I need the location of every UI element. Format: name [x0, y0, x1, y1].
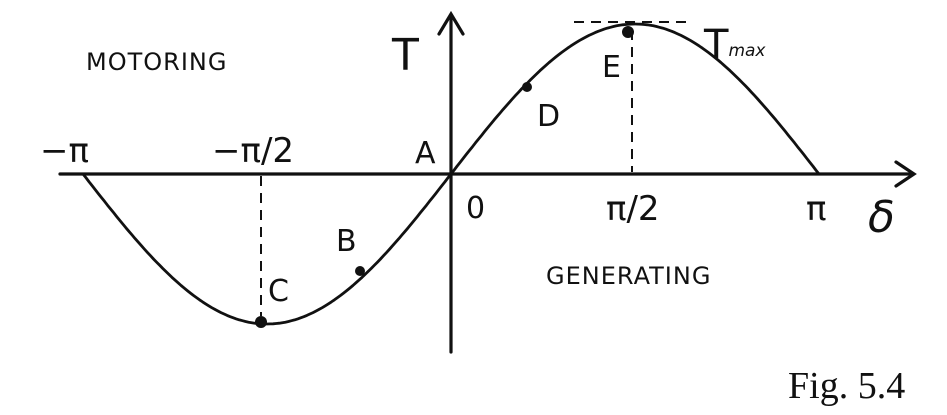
torque-angle-curve — [81, 22, 821, 326]
tick-label-pi: π — [806, 189, 826, 229]
point-e-dot — [622, 26, 634, 38]
tmax-subscript: max — [728, 41, 766, 61]
point-label-d: D — [537, 99, 560, 134]
tick-label-neg-pi: −π — [40, 131, 89, 171]
region-label-generating: GENERATING — [546, 262, 711, 290]
tick-label-neg-half-pi: −π/2 — [212, 131, 294, 171]
y-axis-arrowhead — [437, 10, 465, 36]
point-label-c: C — [268, 274, 289, 309]
point-label-a: A — [415, 136, 436, 171]
point-b-dot — [355, 266, 365, 276]
tick-label-half-pi: π/2 — [606, 189, 660, 229]
operating-points — [255, 26, 634, 328]
point-d-dot — [522, 82, 532, 92]
guide-lines — [260, 21, 690, 316]
x-axis-label: δ — [868, 192, 895, 243]
point-c-dot — [255, 316, 267, 328]
axes — [58, 10, 917, 354]
region-label-motoring: MOTORING — [86, 48, 227, 76]
tmax-main: T — [703, 22, 729, 68]
point-label-b: B — [336, 224, 357, 259]
point-label-e: E — [602, 50, 621, 85]
x-axis-arrowhead — [894, 160, 917, 188]
figure-caption: Fig. 5.4 — [788, 365, 905, 407]
origin-label: 0 — [466, 191, 485, 226]
tmax-label: Tmax — [703, 22, 766, 68]
y-axis-label: T — [391, 30, 419, 81]
